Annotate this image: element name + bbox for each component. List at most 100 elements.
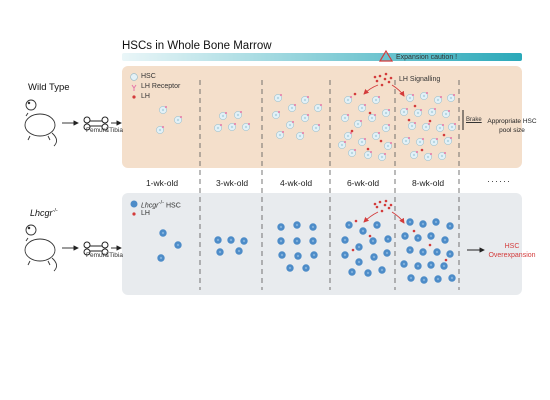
hsc-cell (228, 123, 236, 131)
ko-hsc-cell (157, 254, 165, 262)
hsc-cell (368, 114, 376, 122)
hsc-cell (219, 112, 227, 120)
age-ellipsis: ······ (487, 176, 511, 186)
hsc-cell (174, 116, 182, 124)
brake-label: Brake (466, 117, 482, 123)
hsc-cell (274, 94, 282, 102)
age-label: 6-wk-old (346, 178, 380, 188)
hsc-cell (416, 138, 424, 146)
lh-dot (389, 203, 393, 207)
ko-hsc-cell (214, 236, 222, 244)
legend-lh: LH (141, 93, 150, 100)
ko-hsc-cell (309, 237, 317, 245)
ko-hsc-cell (309, 223, 317, 231)
ko-hsc-cell (216, 248, 224, 256)
lh-receptor-icon (131, 84, 137, 91)
mouse-icon (24, 224, 57, 272)
hsc-cell (382, 109, 390, 117)
hsc-cell (402, 137, 410, 145)
wild-type-label: Wild Type (28, 82, 70, 93)
hsc-cell (414, 109, 422, 117)
ko-hsc-cell (293, 221, 301, 229)
ko-hsc-cell (401, 232, 409, 240)
hsc-cell (444, 137, 452, 145)
femur-tibia-label-bottom: Femur&Tibia (86, 252, 123, 259)
hsc-cell (428, 108, 436, 116)
lh-dot (353, 92, 357, 96)
legend-ko-hsc-sup: -/- (158, 200, 165, 206)
legend-hsc: HSC (141, 73, 156, 80)
lh-dot (375, 205, 379, 209)
knockout-label: Lhcgr-/- (30, 208, 58, 218)
ko-hsc-cell (345, 221, 353, 229)
bone-icon (83, 116, 109, 131)
ko-hsc-cell (440, 262, 448, 270)
lh-dot (350, 129, 354, 133)
mouse-icon (24, 99, 57, 147)
hsc-cell (442, 110, 450, 118)
ko-hsc-cell (407, 274, 415, 282)
lh-dot (428, 243, 432, 247)
hsc-cell (341, 114, 349, 122)
hsc-cell (242, 123, 250, 131)
hsc-cell (272, 111, 280, 119)
legend-ko-hsc: Lhcgr-/- HSC (141, 200, 181, 209)
ko-hsc-cell (355, 258, 363, 266)
lh-signalling-label: LH Signalling (399, 76, 441, 83)
legend-lh-receptor: LH Receptor (141, 83, 181, 90)
ko-hsc-cell (369, 237, 377, 245)
hsc-cell (384, 142, 392, 150)
ko-hsc-cell (406, 246, 414, 254)
hsc-cell (424, 153, 432, 161)
age-separators (199, 80, 460, 290)
ko-hsc-cell (277, 237, 285, 245)
ko-hsc-cell (446, 222, 454, 230)
lh-dot (387, 80, 391, 84)
lh-dot (412, 229, 416, 233)
ko-hsc-cell (441, 236, 449, 244)
warning-triangle-icon (378, 49, 394, 62)
lh-dot (442, 133, 446, 137)
ko-hsc-cell (341, 236, 349, 244)
age-label: 3-wk-old (215, 178, 249, 188)
bone-icon (83, 241, 109, 256)
lh-dot (420, 148, 424, 152)
lh-dot (379, 139, 383, 143)
hsc-cell (301, 96, 309, 104)
ko-hsc-cell (235, 247, 243, 255)
ko-hsc-cell (293, 237, 301, 245)
ko-hsc-cell (278, 251, 286, 259)
lh-dot (354, 219, 358, 223)
lh-dot (366, 147, 370, 151)
age-label: 4-wk-old (279, 178, 313, 188)
hsc-cell (430, 138, 438, 146)
lh-dot (373, 202, 377, 206)
ko-hsc-cell (434, 275, 442, 283)
hsc-cell (159, 106, 167, 114)
ko-hsc-cell (448, 274, 456, 282)
hsc-cell (301, 114, 309, 122)
ko-hsc-cell (400, 260, 408, 268)
lh-dot (387, 206, 391, 210)
lh-dot (389, 76, 393, 80)
ko-hsc-cell (277, 223, 285, 231)
legend-ko-hsc-prefix: Lhcgr (141, 202, 159, 210)
hsc-cell (364, 151, 372, 159)
hsc-cell (234, 111, 242, 119)
hsc-cell (344, 132, 352, 140)
hsc-cell (408, 122, 416, 130)
hsc-cell (348, 149, 356, 157)
ko-hsc-cell (406, 218, 414, 226)
ko-hsc-cell (373, 221, 381, 229)
lh-dot (378, 200, 382, 204)
ko-hsc-cell (240, 237, 248, 245)
ko-hsc-cell (370, 253, 378, 261)
hsc-cell (358, 104, 366, 112)
hsc-cell (436, 124, 444, 132)
lh-dot (378, 74, 382, 78)
hsc-cell (156, 126, 164, 134)
hsc-cell (276, 131, 284, 139)
ko-hsc-cell (302, 264, 310, 272)
lh-dot (368, 111, 372, 115)
